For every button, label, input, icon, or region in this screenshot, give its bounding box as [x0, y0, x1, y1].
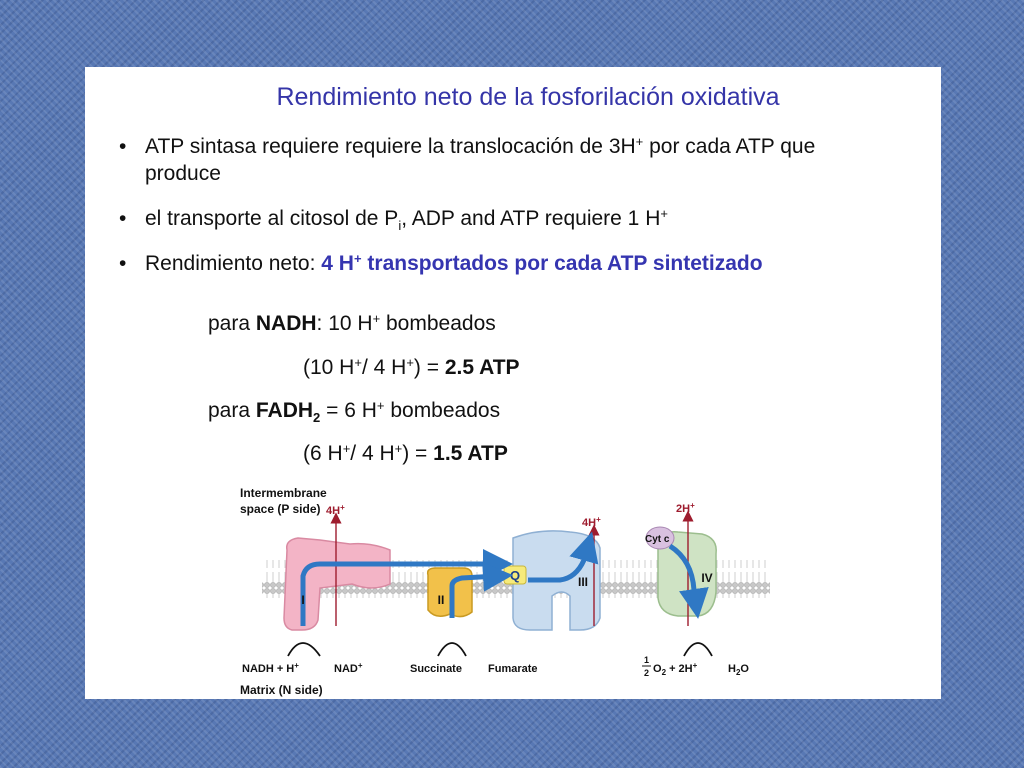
- nadh-line: para NADH: 10 H+ bombeados: [208, 311, 496, 335]
- slide: Rendimiento neto de la fosforilación oxi…: [85, 67, 941, 699]
- matrix-label: Matrix (N side): [240, 683, 323, 697]
- bullet-text: Rendimiento neto:: [145, 252, 322, 275]
- water-label: H2O: [728, 663, 749, 677]
- net-yield-highlight: 4 H+ transportados por cada ATP sintetiz…: [321, 251, 763, 275]
- half-numerator: 1: [644, 655, 649, 665]
- succinate-reaction-curve: [437, 642, 467, 657]
- nadh-atp-result: 2.5 ATP: [444, 356, 520, 379]
- oxygen-reaction-curve: [683, 642, 713, 657]
- bullet-text: ATP sintasa requiere requiere la translo…: [145, 135, 636, 158]
- cytochrome-c-shape: [645, 526, 675, 550]
- nad-label: NAD+: [334, 661, 363, 675]
- bullet-text-continued: produce: [145, 162, 221, 185]
- cytochrome-c-label: Cyt c: [645, 534, 670, 545]
- complex-i-shape: [283, 537, 391, 631]
- bullet-marker: •: [119, 252, 127, 275]
- electron-path-complex-ii: [449, 561, 513, 618]
- electron-path-complex-i: [300, 549, 513, 626]
- proton-label-complex-i: 4H+: [326, 503, 345, 517]
- intermembrane-label: Intermembrane: [240, 486, 327, 500]
- nadh-calculation: (10 H+/ 4 H+) = 2.5 ATP: [303, 355, 520, 379]
- succinate-label: Succinate: [410, 663, 462, 675]
- fadh-atp-result: 1.5 ATP: [433, 442, 508, 465]
- complex-iv-label: IV: [701, 571, 712, 585]
- fadh-calculation: (6 H+/ 4 H+) = 1.5 ATP: [303, 441, 508, 465]
- oxygen-label: O2 + 2H+: [653, 661, 698, 677]
- intermembrane-side-label: space (P side): [240, 502, 320, 516]
- slide-title: Rendimiento neto de la fosforilación oxi…: [276, 83, 780, 111]
- bullet-marker: •: [119, 207, 127, 230]
- nadh-label: NADH + H+: [242, 661, 299, 675]
- ubiquinone-label: Q: [510, 568, 520, 583]
- proton-label-complex-iii: 4H+: [582, 515, 601, 529]
- complex-ii-label: II: [438, 593, 445, 607]
- complex-iii-label: III: [578, 575, 588, 589]
- bullet-marker: •: [119, 135, 127, 158]
- electron-transport-figure: Intermembrane space (P side) Cyt c Q 4H+…: [240, 480, 770, 703]
- half-denominator: 2: [644, 668, 649, 678]
- nadh-reaction-curve: [287, 642, 321, 657]
- proton-label-complex-iv: 2H+: [676, 501, 695, 515]
- fadh-line: para FADH2 = 6 H+ bombeados: [208, 398, 501, 425]
- electron-transport-diagram: Intermembrane space (P side) Cyt c Q 4H+…: [240, 486, 770, 697]
- complex-i-label: I: [301, 593, 304, 607]
- fumarate-label: Fumarate: [488, 663, 538, 675]
- electron-path-complex-iii: [528, 531, 599, 583]
- bullet-text: el transporte al citosol de P: [145, 207, 399, 230]
- electron-path-complex-iv: [668, 543, 709, 619]
